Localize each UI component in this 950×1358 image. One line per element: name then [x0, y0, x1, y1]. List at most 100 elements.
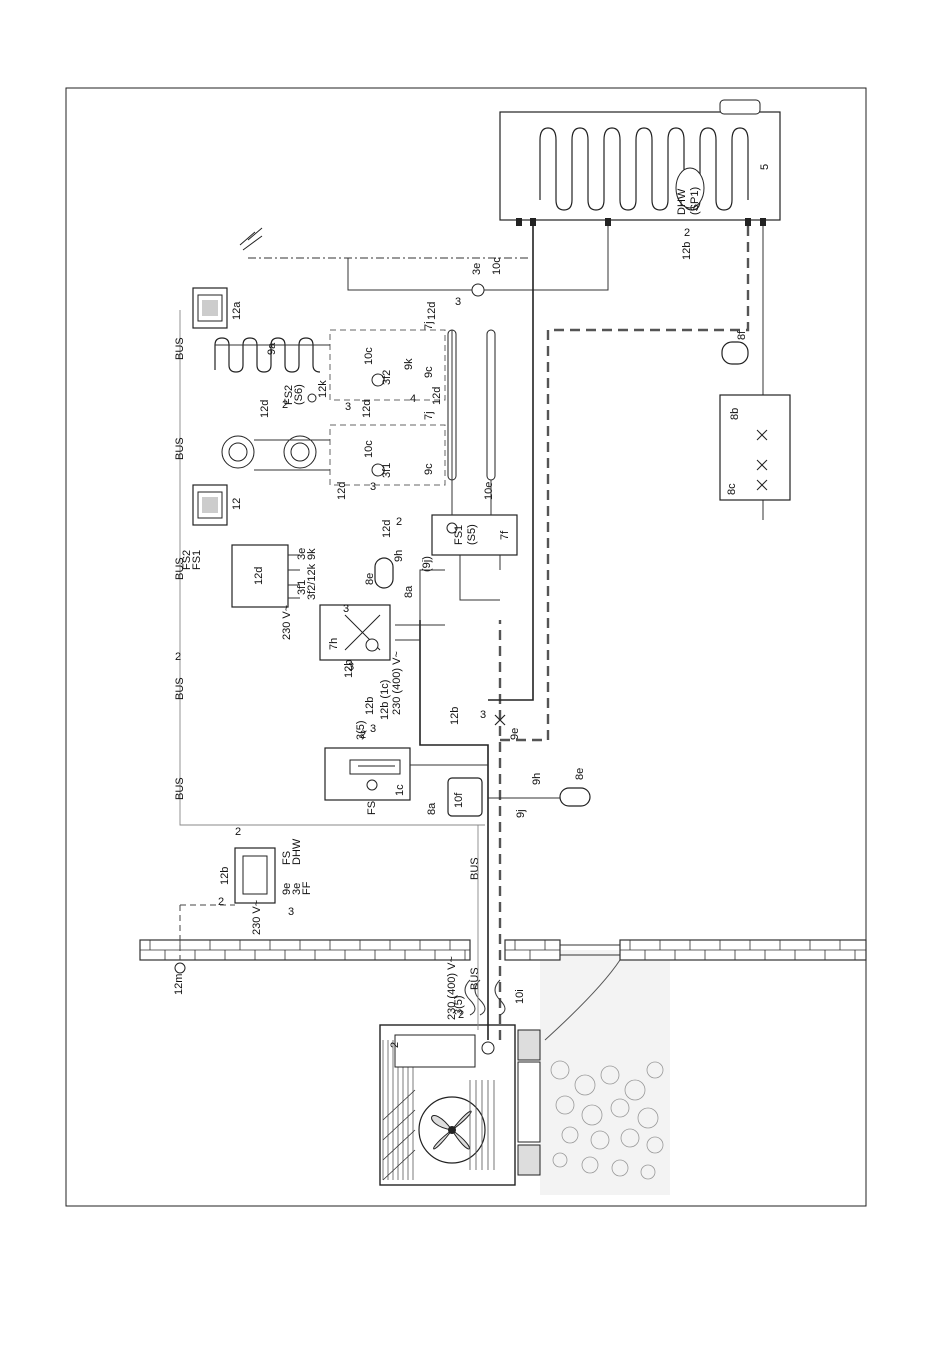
- component-label: 8b: [729, 408, 741, 420]
- component-label: 12d: [431, 387, 443, 405]
- component-label: 12b: [681, 242, 693, 260]
- component-label: 230 V~: [281, 605, 293, 640]
- component-label: 3: [288, 906, 294, 918]
- frame: [65, 87, 867, 1207]
- component-label: 2: [235, 826, 241, 838]
- shower-icon: [239, 227, 263, 251]
- expansion-8e-lower: 8e: [559, 768, 591, 807]
- component-label: 12d: [361, 400, 373, 418]
- controller-12a: 12a: [192, 287, 243, 329]
- label-3-5-outdoor: 3(5): [453, 995, 465, 1015]
- component-label: 9j: [515, 809, 527, 818]
- component-label: 3: [348, 661, 354, 673]
- component-label: 3e: [471, 263, 483, 275]
- component-label: 9k: [403, 358, 415, 370]
- component-label: 2: [175, 651, 181, 663]
- pump-3e: [471, 283, 485, 297]
- component-label: 12d: [426, 302, 438, 320]
- component-label: 10c: [363, 347, 375, 365]
- component-label: 12b: [364, 697, 376, 715]
- component-label: 2: [396, 516, 402, 528]
- component-label: 7h: [328, 638, 340, 650]
- component-label: 230 (400) V~: [391, 651, 403, 715]
- component-label: 7j: [423, 411, 435, 420]
- component-label: 3f2/12k: [306, 563, 318, 600]
- expansion-8e-upper: 8e: [364, 557, 394, 589]
- module-7h: 7h: [319, 604, 391, 661]
- expansion-8f: 8f: [721, 330, 749, 365]
- component-label: 12d: [336, 482, 348, 500]
- component-label: FF: [301, 881, 313, 895]
- component-label: 9h: [531, 773, 543, 785]
- component-label: 3f1: [296, 580, 308, 595]
- label-230-400-outdoor: 230 (400) V~: [446, 956, 458, 1020]
- bus-label: BUS: [469, 967, 481, 990]
- dhw-tank-5: DHW (SP1) 5: [499, 99, 781, 226]
- component-label: 12b: [343, 660, 355, 678]
- boiler-1c: 1c FS: [324, 747, 411, 815]
- component-label: 8e: [574, 768, 586, 780]
- component-label: 8e: [364, 573, 376, 585]
- component-label: 10c: [363, 440, 375, 458]
- component-label: 12a: [231, 301, 243, 320]
- component-label: (S5): [466, 524, 478, 545]
- component-label: FS: [366, 801, 378, 815]
- component-label: 3e: [291, 883, 303, 895]
- component-label: 3f2: [381, 370, 393, 385]
- component-label: 9h: [393, 550, 405, 562]
- separator-10f: 10f: [447, 777, 483, 817]
- sensor-12m: [174, 962, 186, 974]
- circuit-floor: 9a 3f2 10c 9k 9c 7j FS2 (S6) 12k: [214, 321, 446, 405]
- circuit-radiators: 3f1 10c 9c 7j: [221, 411, 446, 486]
- component-label: 3: [343, 603, 349, 615]
- ground: [540, 950, 670, 1195]
- component-label: 2: [282, 399, 288, 411]
- component-label: 8f: [736, 330, 748, 340]
- component-label: (S6): [293, 384, 305, 405]
- component-label: 12b: [219, 867, 231, 885]
- component-label: 5: [759, 164, 771, 170]
- component-label: 12b: [449, 707, 461, 725]
- component-label: FS1: [191, 550, 203, 570]
- buffer-7f: FS1 (S5) 7f: [431, 514, 518, 556]
- label-heat-pump: 2: [389, 1042, 401, 1048]
- component-label: 7j: [423, 321, 435, 330]
- controller-12b: 12b FS DHW 9e 3e FF: [219, 838, 313, 904]
- component-label: 9k: [306, 548, 318, 560]
- component-label: 3: [370, 723, 376, 735]
- controller-12: 12: [192, 484, 243, 526]
- diverter-9e: 9e: [494, 714, 521, 740]
- component-label: 12d: [381, 520, 393, 538]
- bus-label: BUS: [174, 337, 186, 360]
- component-label: 1c: [394, 784, 406, 796]
- bus-label: BUS: [174, 437, 186, 460]
- component-label: 2: [218, 896, 224, 908]
- component-label: 10e: [483, 482, 495, 500]
- bus-label: BUS: [469, 857, 481, 880]
- component-label: 3(5): [355, 720, 367, 740]
- component-label: 2: [360, 729, 366, 741]
- component-label: FS1: [453, 525, 465, 545]
- label-230v-12b: 230 V~: [251, 900, 263, 935]
- component-label: 12b (1c): [379, 680, 391, 720]
- component-label: (SP1): [689, 187, 701, 215]
- component-label: 8a: [403, 585, 415, 598]
- component-label: 9a: [266, 342, 278, 355]
- bus-label: BUS: [174, 557, 186, 580]
- component-label: 3: [480, 709, 486, 721]
- component-label: 9c: [423, 463, 435, 475]
- controller-12d: 12d 3f1 3f2/12k 3e 9k FS2 FS1: [181, 544, 318, 608]
- component-label: 3: [370, 481, 376, 493]
- component-label: 12k: [317, 380, 329, 398]
- outdoor-heat-pump: 2: [379, 1024, 541, 1186]
- bus-label: BUS: [174, 777, 186, 800]
- component-label: 7f: [499, 530, 511, 540]
- brick-wall: [139, 939, 867, 961]
- component-label: 9e: [509, 728, 521, 740]
- component-label: 3: [455, 296, 461, 308]
- bus-label: BUS: [174, 677, 186, 700]
- component-label: FS2: [283, 385, 295, 405]
- component-label: (9j): [421, 556, 433, 572]
- component-label: DHW: [676, 188, 688, 215]
